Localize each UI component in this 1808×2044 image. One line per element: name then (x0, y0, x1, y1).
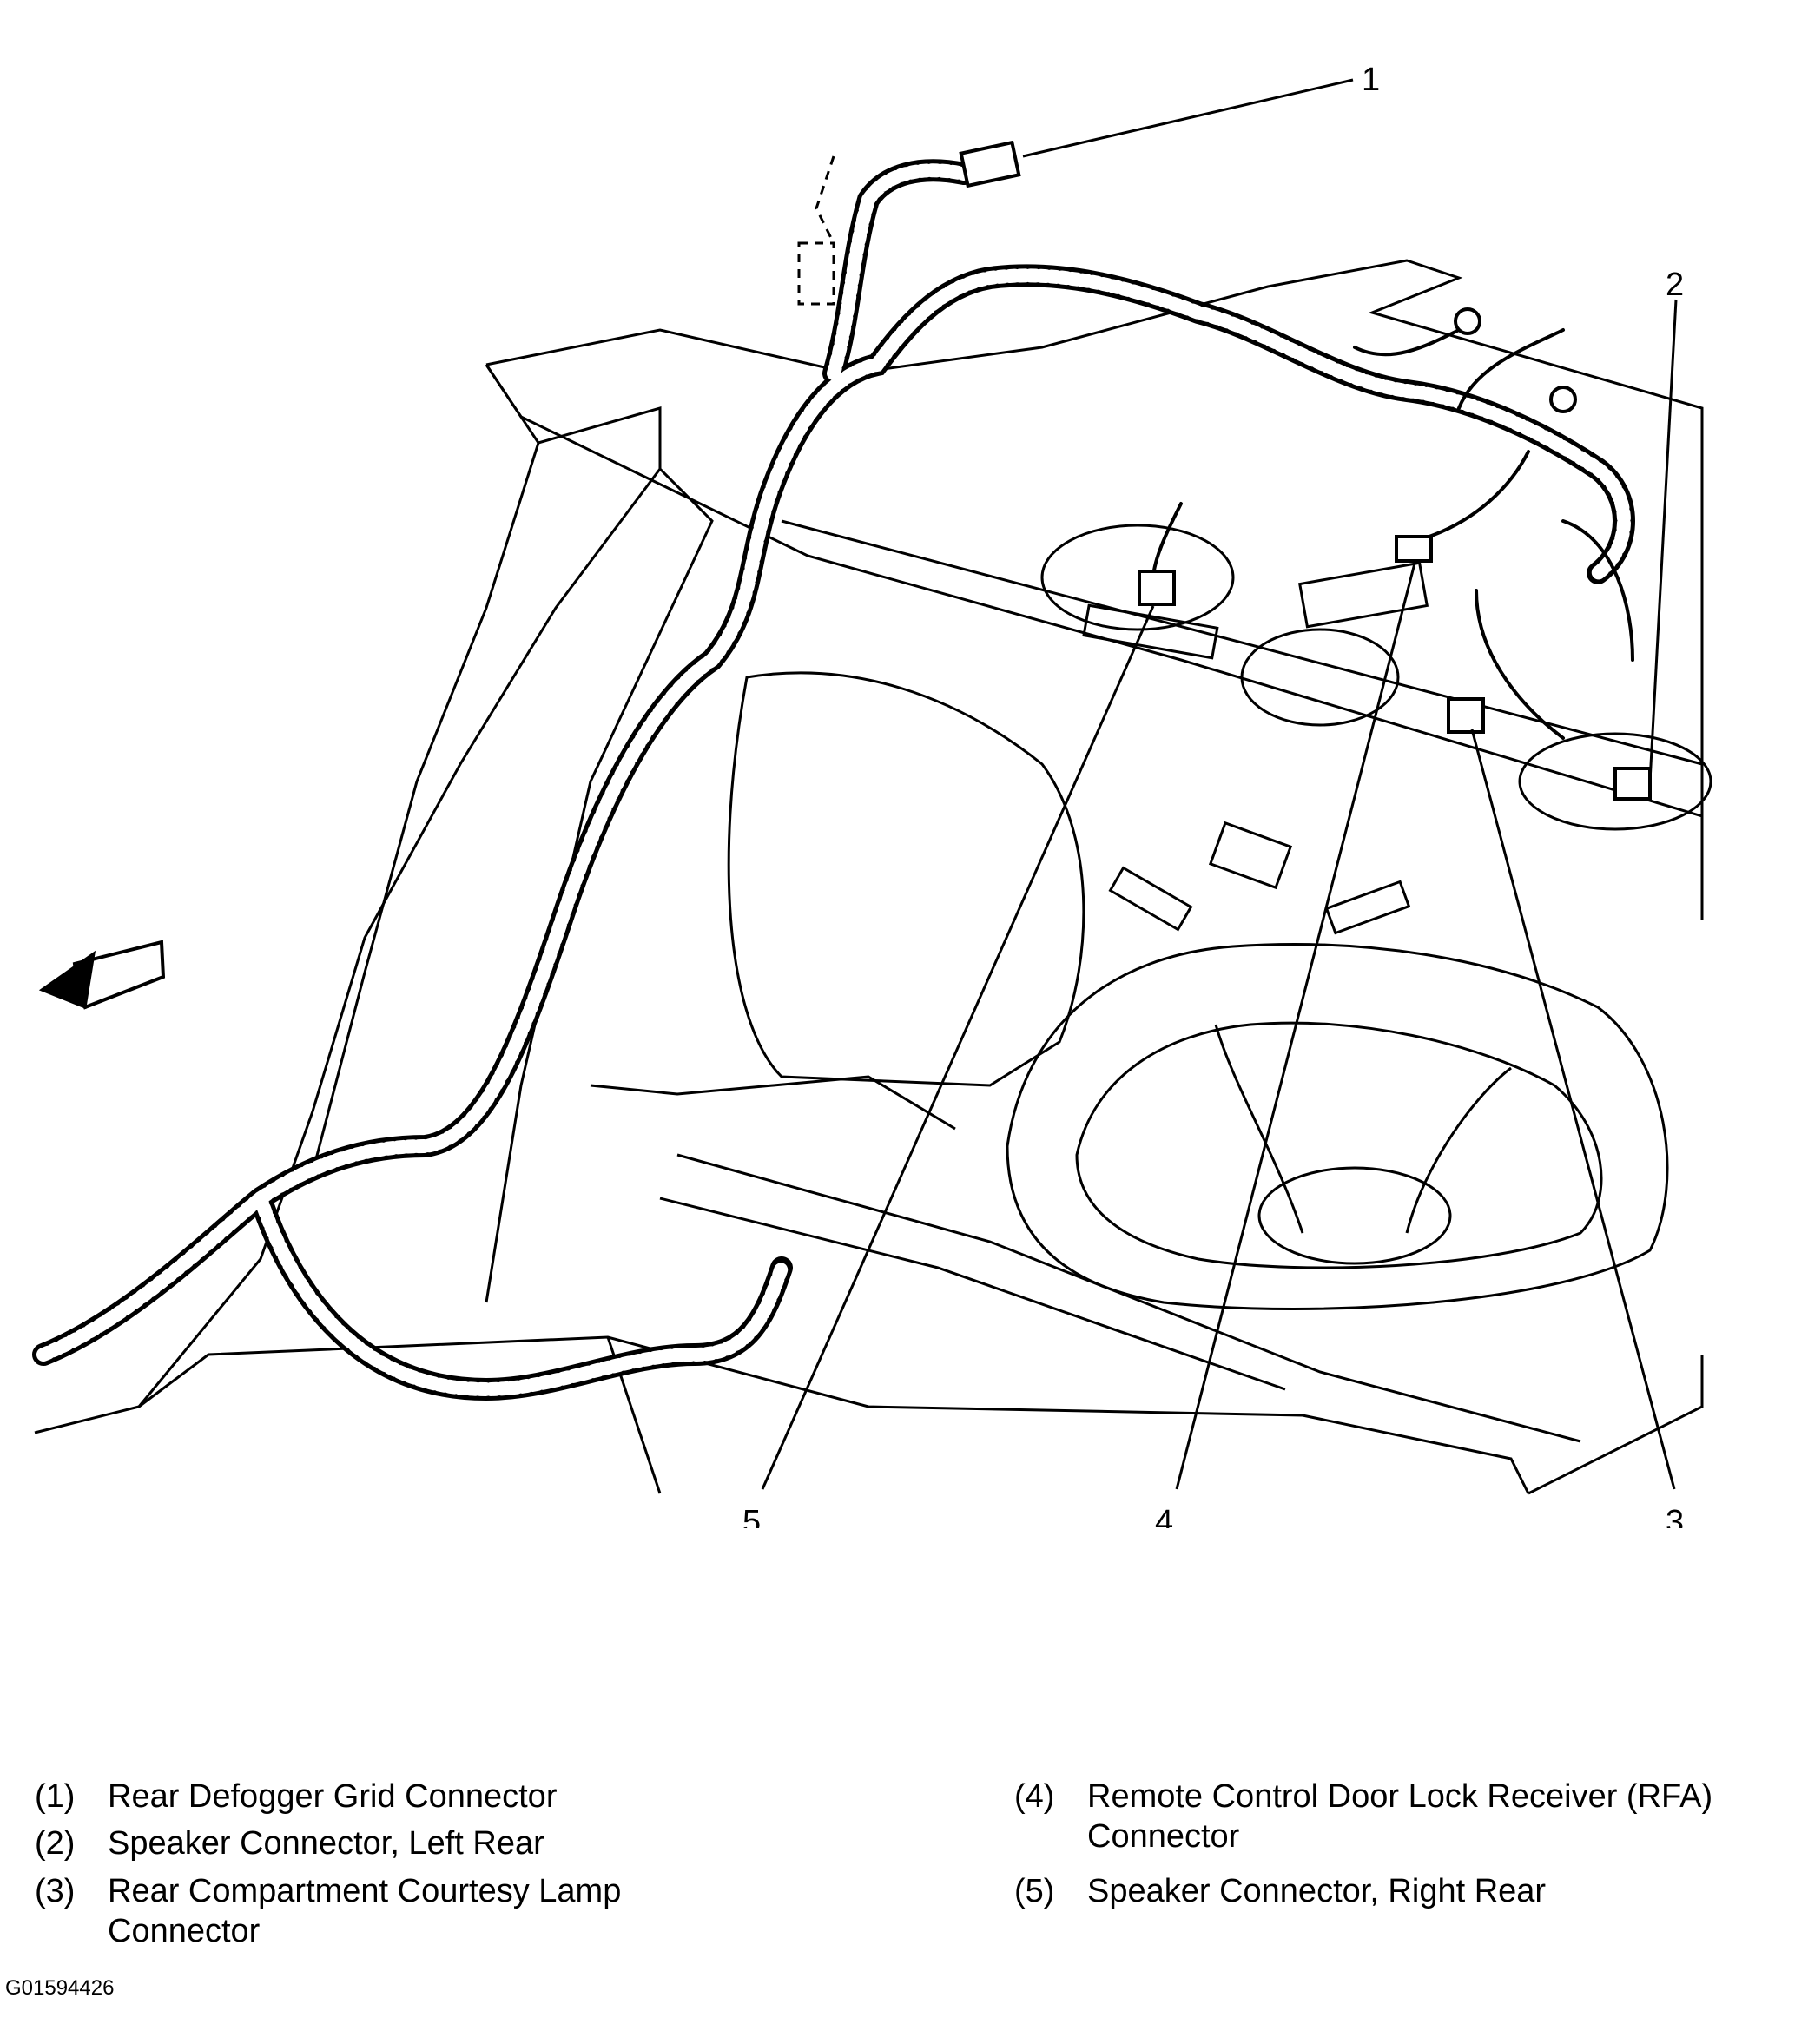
legend-number: (2) (35, 1825, 76, 1862)
legend-description: Rear Defogger Grid Connector (108, 1778, 558, 1815)
wiring-diagram: 1 2 3 4 5 (32, 62, 1712, 1528)
callout-1: 1 (1362, 62, 1380, 98)
legend-description: Speaker Connector, Right Rear (1087, 1873, 1547, 1909)
legend-description: Rear Compartment Courtesy Lamp Connector (108, 1873, 622, 1949)
front-direction-arrow-icon (38, 940, 166, 1010)
vehicle-body-outline (34, 155, 1712, 1495)
legend-number: (1) (35, 1778, 76, 1815)
courtesy-lamp-connector (1447, 697, 1485, 734)
rear-defogger-grid-connector (959, 140, 1021, 188)
legend-description: Remote Control Door Lock Receiver (RFA) … (1087, 1778, 1713, 1855)
callout-numbers: 1 2 3 4 5 (742, 62, 1684, 1528)
rfa-connector (1395, 535, 1433, 563)
legend-description: Speaker Connector, Left Rear (108, 1825, 544, 1862)
leader-lines (761, 78, 1678, 1490)
callout-4: 4 (1155, 1504, 1173, 1528)
callout-5: 5 (742, 1504, 761, 1528)
figure-id: G01594426 (5, 1976, 115, 2000)
legend-number: (3) (35, 1873, 76, 1909)
legend-number: (5) (1014, 1873, 1055, 1909)
legend-number: (4) (1014, 1778, 1055, 1815)
callout-2: 2 (1666, 267, 1684, 303)
wiring-harness (32, 159, 1635, 1401)
callout-3: 3 (1666, 1504, 1684, 1528)
speaker-connector-right-rear (1138, 570, 1176, 606)
speaker-connector-left-rear (1613, 767, 1652, 801)
connectors (959, 140, 1652, 801)
